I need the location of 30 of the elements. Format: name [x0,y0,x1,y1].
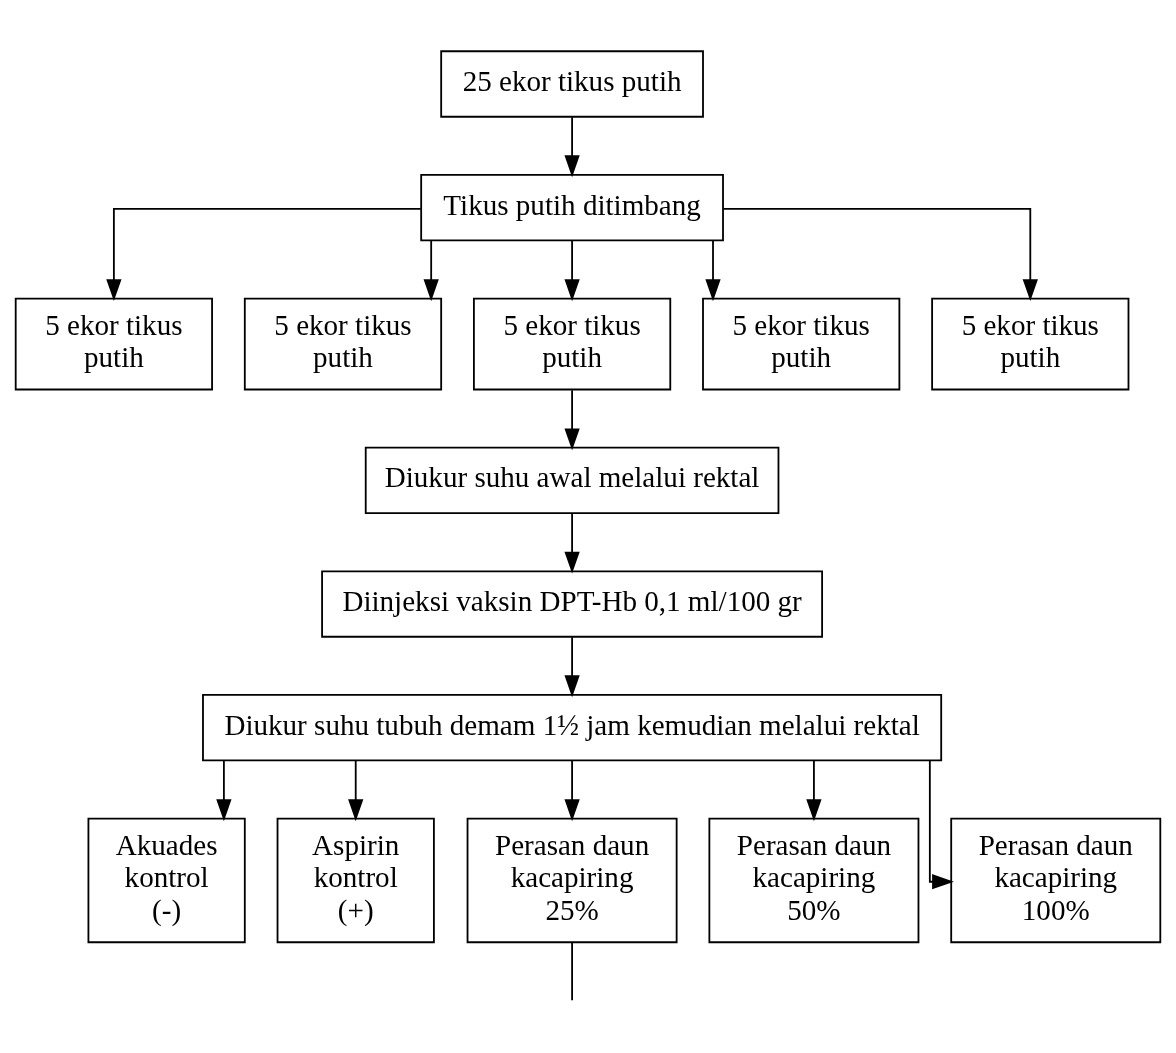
arrow [564,116,580,178]
arrow [564,759,580,822]
arrow [564,512,580,574]
arrow [928,760,954,890]
node-box: 5 ekor tikus putih [931,297,1130,391]
node-box: Diukur suhu awal melalui rektal [364,446,780,515]
node-box: Perasan daun kacapiring 100% [950,817,1162,944]
node-box: 25 ekor tikus putih [440,50,704,118]
arrow [564,636,580,698]
node-box: Perasan daun kacapiring 50% [708,817,920,944]
arrow [722,208,1038,302]
arrow [423,239,439,302]
node-box: Perasan daun kacapiring 25% [466,817,678,944]
node-box: 5 ekor tikus putih [473,297,672,391]
node-box: Tikus putih ditimbang [420,174,724,242]
arrow [564,239,580,302]
arrow [564,389,580,451]
node-box: Aspirin kontrol (+) [276,817,435,944]
node-box: Akuades kontrol (-) [87,817,246,944]
node-box: Diinjeksi vaksin DPT-Hb 0,1 ml/100 gr [321,570,823,638]
node-box: Diukur suhu tubuh demam 1½ jam kemudian melalui rektal [202,694,943,762]
arrow [216,759,232,822]
node-box: 5 ekor tikus putih [702,297,901,391]
connector [571,941,573,1002]
arrow [348,759,364,822]
arrow [806,759,822,822]
arrow [106,208,422,302]
arrow [705,239,721,302]
node-box: 5 ekor tikus putih [243,297,443,391]
node-box: 5 ekor tikus putih [14,297,213,391]
